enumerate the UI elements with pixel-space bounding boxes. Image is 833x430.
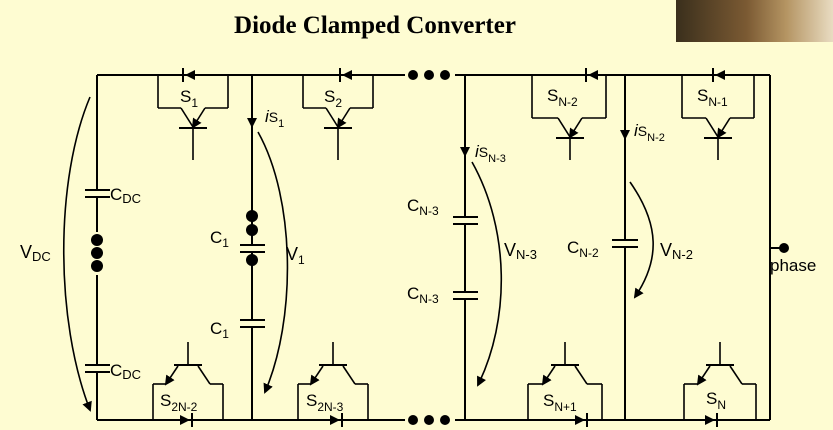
phase-bus xyxy=(769,75,789,420)
switch-sn1 xyxy=(681,75,755,160)
label-sn: SN xyxy=(706,389,726,412)
label-c1-bottom: C1 xyxy=(210,319,229,341)
bottom-diode-4 xyxy=(705,413,718,427)
bottom-ellipsis-dots xyxy=(408,415,450,425)
bottom-diode-1 xyxy=(180,413,193,427)
bottom-diode-3 xyxy=(575,413,588,427)
photo-background-strip xyxy=(676,0,833,42)
label-cdc-bottom: CDC xyxy=(110,361,141,382)
label-snp1: SN+1 xyxy=(543,391,577,414)
column-n3-wiring xyxy=(453,75,478,420)
v1-arrow xyxy=(257,131,289,394)
switch-s2n3 xyxy=(297,342,369,420)
vn3-arrow xyxy=(471,161,503,387)
label-vn3: VN-3 xyxy=(504,240,537,262)
vdc-arrow xyxy=(63,96,92,412)
top-diode-4 xyxy=(712,68,725,82)
label-phase: phase xyxy=(770,256,816,275)
label-is1: iS1 xyxy=(265,107,284,130)
label-s2: S2 xyxy=(324,87,342,110)
switch-snp1 xyxy=(527,342,603,420)
label-v1: V1 xyxy=(286,244,305,267)
label-cn3-top: CN-3 xyxy=(407,196,439,218)
dc-bus-column xyxy=(85,75,110,420)
top-diode-1 xyxy=(182,68,195,82)
label-vdc: VDC xyxy=(20,242,51,264)
label-sn2: SN-2 xyxy=(547,86,578,109)
column-1-wiring xyxy=(240,75,265,420)
switch-s2 xyxy=(302,75,374,160)
label-cn3-bottom: CN-3 xyxy=(407,284,439,306)
label-s2n2: S2N-2 xyxy=(160,391,198,414)
vn2-arrow xyxy=(629,181,654,299)
top-diode-2 xyxy=(339,68,352,82)
column-n2-wiring xyxy=(612,75,638,420)
switch-s2n2 xyxy=(152,342,224,420)
label-sn1: SN-1 xyxy=(697,86,728,109)
label-c1-top: C1 xyxy=(210,228,229,250)
switch-sn2 xyxy=(531,75,607,160)
label-cdc-top: CDC xyxy=(110,185,141,206)
top-ellipsis-dots xyxy=(408,70,450,80)
label-vn2: VN-2 xyxy=(660,240,693,262)
top-diode-3 xyxy=(585,68,598,82)
label-s1: S1 xyxy=(180,87,198,110)
switch-sn xyxy=(683,342,757,420)
label-isn3: iSN-3 xyxy=(475,142,506,165)
bottom-diode-2 xyxy=(330,413,343,427)
switch-s1 xyxy=(157,75,229,160)
label-cn2: CN-2 xyxy=(567,238,599,260)
diagram-title: Diode Clamped Converter xyxy=(234,12,516,39)
label-s2n3: S2N-3 xyxy=(306,391,344,414)
label-isn2: iSN-2 xyxy=(634,121,665,144)
